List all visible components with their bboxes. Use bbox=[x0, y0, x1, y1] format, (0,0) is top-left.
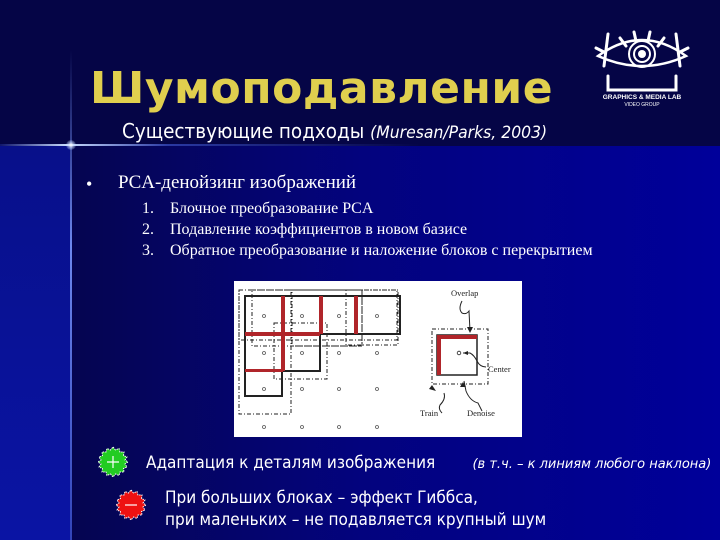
bullet-dot: • bbox=[86, 174, 93, 194]
steps-list: 1.Блочное преобразование PCA 2.Подавлени… bbox=[142, 198, 593, 261]
cons-text: При больших блоках – эффект Гиббса, при … bbox=[165, 488, 547, 530]
minus-badge-icon bbox=[115, 489, 147, 521]
plus-badge-icon bbox=[97, 446, 129, 478]
slide-title: Шумоподавление bbox=[90, 63, 554, 114]
slide-subtitle: Существующие подходы (Muresan/Parks, 200… bbox=[122, 118, 547, 146]
step-item: 2.Подавление коэффициентов в новом базис… bbox=[142, 221, 468, 238]
decorative-vertical-line bbox=[70, 50, 72, 540]
svg-text:VIDEO GROUP: VIDEO GROUP bbox=[624, 102, 660, 106]
citation: (Muresan/Parks, 2003) bbox=[370, 123, 548, 143]
pros-note: (в т.ч. – к линиям любого наклона) bbox=[472, 457, 712, 472]
eye-logo-icon: GRAPHICS & MEDIA LAB VIDEO GROUP bbox=[594, 30, 690, 106]
pca-block-diagram: Overlap Center Train Denoise bbox=[234, 281, 522, 437]
center-label: Center bbox=[488, 364, 511, 374]
step-item: 3.Обратное преобразование и наложение бл… bbox=[142, 242, 593, 259]
block-overlap-figure: Overlap Center Train Denoise bbox=[238, 288, 511, 429]
overlap-label: Overlap bbox=[451, 288, 478, 298]
pros-text: Адаптация к деталям изображения (в т.ч. … bbox=[146, 453, 712, 473]
train-label: Train bbox=[420, 408, 439, 418]
bullet-heading: PCA-денойзинг изображений bbox=[118, 172, 357, 193]
step-item: 1.Блочное преобразование PCA bbox=[142, 200, 374, 217]
decorative-horizontal-line bbox=[0, 144, 420, 146]
denoise-label: Denoise bbox=[467, 408, 495, 418]
svg-text:GRAPHICS & MEDIA LAB: GRAPHICS & MEDIA LAB bbox=[603, 94, 682, 101]
decorative-star-icon bbox=[66, 140, 76, 150]
left-strip-background bbox=[0, 146, 70, 540]
subtitle-text: Существующие подходы bbox=[122, 119, 365, 143]
